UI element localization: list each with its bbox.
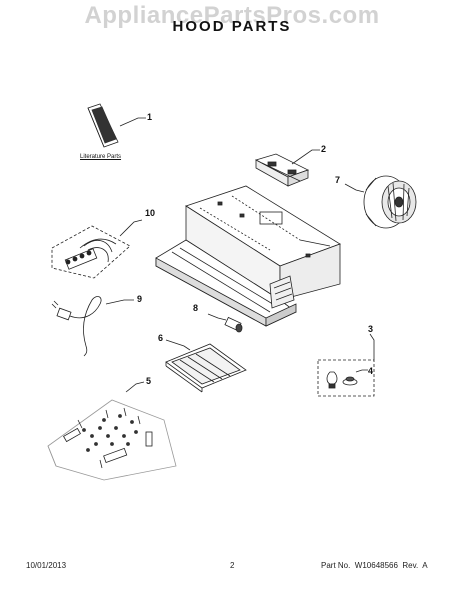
leader-line-1	[119, 117, 146, 127]
wire-harness-part	[51, 225, 131, 279]
callout-8: 8	[193, 303, 199, 313]
callout-2: 2	[321, 144, 327, 154]
callout-6: 6	[158, 333, 164, 343]
callout-4: 4	[368, 366, 374, 376]
callout-1: 1	[147, 112, 153, 122]
range-hood-body	[155, 185, 341, 327]
power-cord-part	[51, 296, 102, 357]
callout-3: 3	[368, 324, 374, 334]
footer-part-number: Part No. W10648566 Rev. A	[321, 561, 428, 570]
callout-9: 9	[137, 294, 143, 304]
watermark: AppliancePartsPros.com	[84, 2, 380, 29]
callout-7: 7	[335, 175, 341, 185]
grease-filter-part	[165, 343, 247, 393]
bulb-socket-part	[224, 316, 243, 333]
leader-line-10	[119, 219, 143, 237]
footer-page-number: 2	[230, 561, 235, 570]
light-bulb-kit-part	[317, 359, 375, 397]
literature-parts-label: Literature Parts	[80, 154, 122, 160]
leader-line-2	[291, 149, 320, 165]
leader-line-8	[207, 313, 227, 321]
leader-line-9	[105, 299, 134, 305]
blower-fan-part	[363, 175, 417, 229]
leader-line-5	[125, 381, 145, 393]
leader-line-4	[355, 369, 368, 373]
callout-10: 10	[145, 208, 156, 218]
footer-date: 10/01/2013	[26, 561, 67, 570]
leader-line-6	[165, 339, 191, 351]
leader-line-7	[344, 183, 365, 193]
page-title: HOOD PARTS	[172, 18, 292, 35]
literature-booklet-part	[87, 103, 119, 148]
top-bracket-part	[254, 153, 310, 187]
leader-line-3	[369, 333, 375, 360]
hardware-kit-part	[47, 399, 177, 481]
callout-5: 5	[146, 376, 152, 386]
